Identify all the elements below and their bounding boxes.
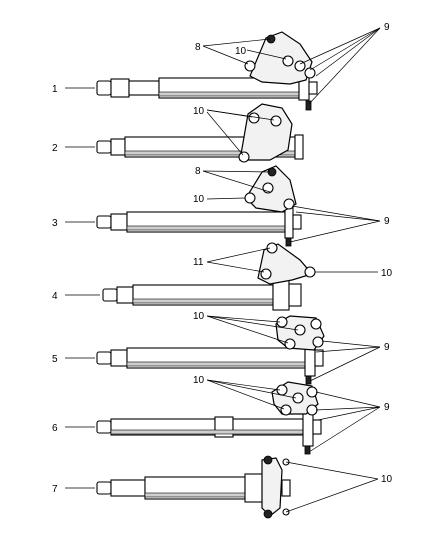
assembly-number-3: 3 bbox=[52, 218, 58, 229]
shaft-assembly-2: 2 10 bbox=[52, 103, 304, 163]
shaft-assembly-3: 3 8 10 9 bbox=[52, 165, 390, 247]
callout-8: 8 bbox=[195, 166, 201, 177]
callout-9: 9 bbox=[384, 22, 390, 33]
callout-9: 9 bbox=[384, 216, 390, 227]
callout-10: 10 bbox=[193, 311, 205, 322]
assembly-number-6: 6 bbox=[52, 423, 58, 434]
callout-10: 10 bbox=[193, 194, 205, 205]
callout-10: 10 bbox=[381, 268, 393, 279]
shaft-assembly-6: 6 10 9 bbox=[52, 375, 390, 455]
callout-10: 10 bbox=[235, 46, 247, 57]
shaft-assembly-1: 1 8 10 9 bbox=[52, 22, 390, 111]
shaft-assembly-7: 7 10 bbox=[52, 455, 393, 519]
assembly-number-5: 5 bbox=[52, 354, 58, 365]
callout-9: 9 bbox=[384, 402, 390, 413]
shaft-assembly-5: 5 10 9 bbox=[52, 311, 390, 385]
assembly-number-4: 4 bbox=[52, 291, 58, 302]
callout-8: 8 bbox=[195, 42, 201, 53]
assembly-number-1: 1 bbox=[52, 84, 58, 95]
assembly-number-2: 2 bbox=[52, 143, 58, 154]
callout-10: 10 bbox=[381, 474, 393, 485]
callout-11: 11 bbox=[193, 257, 204, 268]
callout-10: 10 bbox=[193, 375, 205, 386]
callout-10: 10 bbox=[193, 106, 205, 117]
assembly-number-7: 7 bbox=[52, 484, 58, 495]
callout-9: 9 bbox=[384, 342, 390, 353]
shaft-assembly-4: 4 11 10 bbox=[52, 242, 393, 311]
